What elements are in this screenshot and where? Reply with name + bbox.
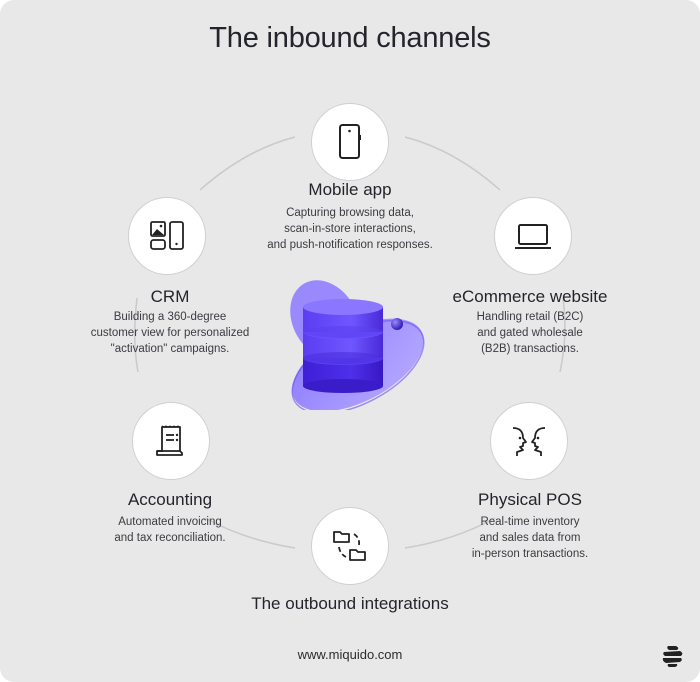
node-label-accounting: Accounting — [127, 490, 213, 509]
node-label-outbound-integrations: The outbound integrations — [251, 594, 449, 613]
miquido-logo-icon — [662, 646, 683, 667]
node-accounting — [132, 402, 210, 480]
node-desc-ecommerce-website: Handling retail (B2C) and gated wholesal… — [476, 311, 584, 355]
node-label-mobile-app: Mobile app — [308, 180, 392, 199]
receipt-icon — [156, 425, 183, 456]
node-physical-pos — [490, 402, 568, 480]
node-desc-crm: Building a 360-degree customer view for … — [90, 311, 250, 355]
node-desc-mobile-app: Capturing browsing data, scan-in-store i… — [267, 207, 433, 251]
node-label-ecommerce-website: eCommerce website — [452, 287, 608, 306]
faces-facing-icon — [512, 427, 546, 456]
node-desc-physical-pos: Real-time inventory and sales data from … — [471, 516, 589, 560]
node-ecommerce-website — [494, 197, 572, 275]
page-title: The inbound channels — [209, 22, 491, 54]
database-3d-icon — [290, 280, 425, 410]
node-desc-accounting: Automated invoicing and tax reconciliati… — [114, 516, 226, 544]
footer-url: www.miquido.com — [297, 647, 403, 662]
devices-image-icon — [150, 221, 184, 250]
smartphone-icon — [339, 124, 361, 159]
node-label-physical-pos: Physical POS — [478, 490, 582, 509]
node-crm — [128, 197, 206, 275]
node-label-crm: CRM — [150, 287, 190, 306]
folders-sync-icon — [333, 531, 366, 561]
node-outbound-integrations — [311, 507, 389, 585]
laptop-icon — [515, 224, 551, 249]
node-mobile-app — [311, 103, 389, 181]
